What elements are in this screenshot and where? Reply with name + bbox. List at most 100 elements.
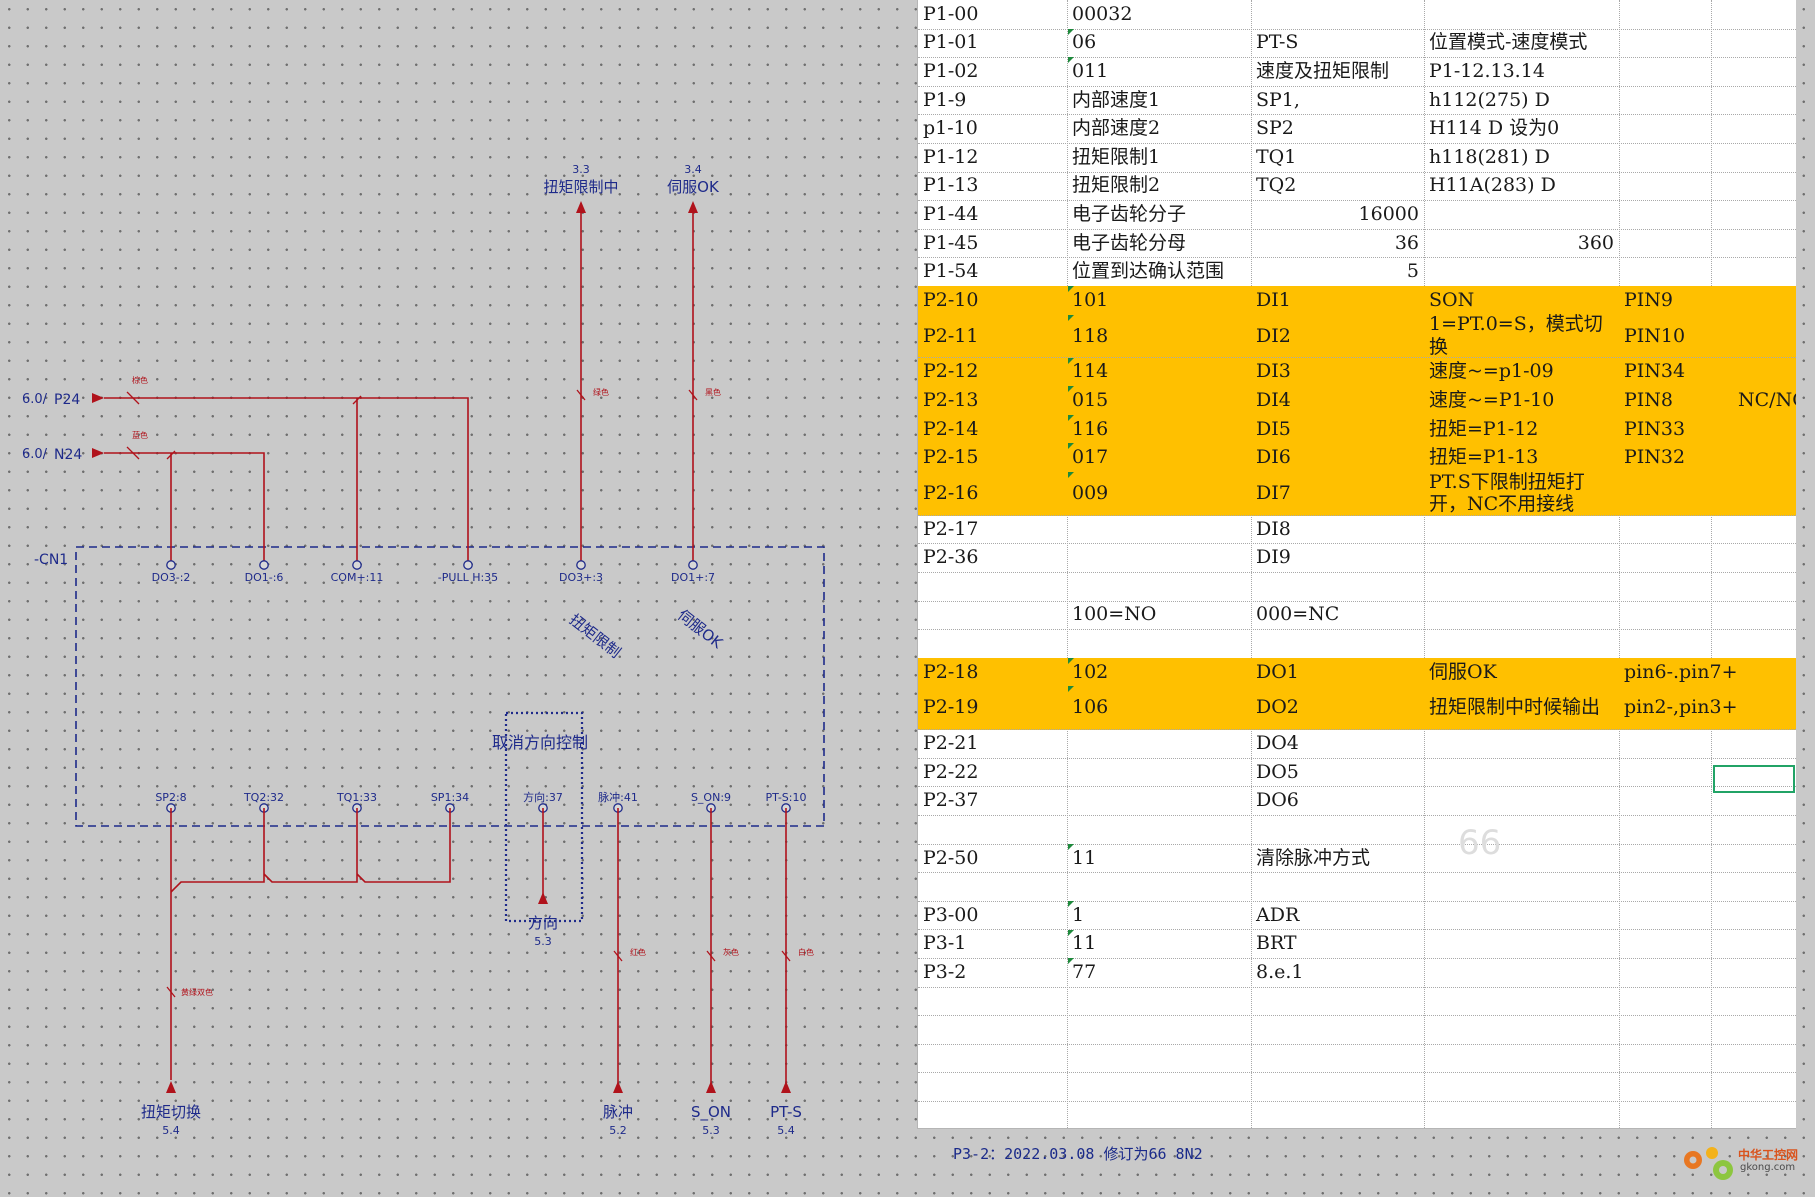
table-cell[interactable] — [1067, 787, 1251, 816]
table-cell[interactable]: SON — [1429, 288, 1475, 311]
table-cell[interactable]: P2-13 — [923, 388, 979, 411]
table-cell[interactable] — [1424, 872, 1619, 901]
table-cell[interactable]: P1-13 — [923, 174, 979, 197]
table-cell[interactable] — [1424, 958, 1619, 987]
table-cell[interactable]: 1 — [1067, 900, 1251, 930]
table-cell[interactable] — [1067, 629, 1251, 658]
table-cell[interactable] — [1619, 257, 1711, 286]
table-cell[interactable]: DO1 — [1256, 660, 1299, 683]
table-cell[interactable]: 内部速度2 — [1072, 117, 1161, 140]
table-cell[interactable]: P2-37 — [923, 789, 979, 812]
table-cell[interactable]: 101 — [1067, 286, 1251, 315]
table-cell[interactable] — [1424, 200, 1619, 229]
table-cell[interactable]: P1-02 — [923, 60, 979, 83]
table-cell[interactable]: 内部速度1 — [1072, 88, 1161, 111]
table-cell[interactable] — [1619, 729, 1711, 758]
table-cell[interactable]: 速度~=P1-10 — [1429, 388, 1555, 411]
table-cell[interactable]: DO6 — [1256, 789, 1299, 812]
table-cell[interactable] — [1619, 572, 1711, 601]
table-cell[interactable] — [1424, 515, 1619, 544]
table-cell[interactable]: 位置模式-速度模式 — [1429, 31, 1588, 54]
table-cell[interactable]: 速度及扭矩限制 — [1256, 60, 1390, 83]
table-cell[interactable] — [1424, 629, 1619, 658]
table-cell[interactable]: P2-14 — [923, 417, 979, 440]
table-cell[interactable]: P1-00 — [923, 2, 979, 25]
table-cell[interactable]: h118(281) D — [1429, 145, 1550, 168]
table-cell[interactable]: PIN8 — [1624, 388, 1674, 411]
table-cell[interactable]: 114 — [1067, 357, 1251, 387]
table-cell[interactable]: 100=NO — [1072, 603, 1157, 626]
table-cell[interactable] — [1424, 758, 1619, 787]
table-cell[interactable]: P2-19 — [923, 696, 979, 719]
table-cell[interactable]: P3-1 — [923, 932, 967, 955]
table-cell[interactable]: 8.e.1 — [1256, 960, 1304, 983]
table-cell[interactable]: DI2 — [1256, 324, 1291, 347]
table-cell[interactable]: TQ1 — [1256, 145, 1297, 168]
table-cell[interactable]: P2-15 — [923, 446, 979, 469]
table-cell[interactable]: P2-10 — [923, 288, 979, 311]
table-cell[interactable]: 5 — [1406, 260, 1419, 283]
table-cell[interactable]: 118 — [1067, 314, 1251, 358]
table-cell[interactable]: P2-36 — [923, 546, 979, 569]
table-cell[interactable] — [1424, 601, 1619, 630]
table-cell[interactable]: 扭矩限制2 — [1072, 174, 1161, 197]
table-cell[interactable] — [1619, 515, 1711, 544]
table-cell[interactable]: 00032 — [1072, 2, 1133, 25]
table-cell[interactable]: P2-18 — [923, 660, 979, 683]
table-cell[interactable] — [1067, 543, 1251, 572]
table-cell[interactable] — [1619, 472, 1711, 515]
table-cell[interactable]: ADR — [1256, 903, 1300, 926]
table-cell[interactable] — [1619, 229, 1711, 258]
table-cell[interactable]: PIN33 — [1624, 417, 1686, 440]
table-cell[interactable] — [1067, 758, 1251, 787]
table-cell[interactable]: P2-50 — [923, 846, 979, 869]
table-cell[interactable]: PT-S — [1256, 31, 1299, 54]
table-cell[interactable]: 扭矩=P1-13 — [1429, 446, 1539, 469]
table-cell[interactable]: DO5 — [1256, 760, 1299, 783]
table-cell[interactable] — [1619, 844, 1711, 873]
table-cell[interactable]: h112(275) D — [1429, 88, 1550, 111]
table-cell[interactable]: 017 — [1067, 443, 1251, 472]
table-cell[interactable]: P1-12.13.14 — [1429, 60, 1545, 83]
table-cell[interactable] — [918, 629, 1067, 658]
table-cell[interactable] — [1619, 601, 1711, 630]
table-cell[interactable] — [1424, 930, 1619, 959]
table-cell[interactable] — [1619, 0, 1711, 29]
table-cell[interactable]: 清除脉冲方式 — [1256, 846, 1371, 869]
table-cell[interactable]: P2-22 — [923, 760, 979, 783]
table-cell[interactable]: SP1, — [1256, 88, 1300, 111]
table-cell[interactable]: DI9 — [1256, 546, 1291, 569]
table-cell[interactable] — [1619, 787, 1711, 816]
table-cell[interactable]: P3-00 — [923, 903, 979, 926]
table-cell[interactable]: P2-21 — [923, 732, 979, 755]
table-cell[interactable]: 06 — [1067, 28, 1251, 58]
table-cell[interactable] — [1251, 629, 1424, 658]
table-cell[interactable]: DO2 — [1256, 696, 1299, 719]
table-cell[interactable] — [1619, 958, 1711, 987]
table-cell[interactable] — [918, 601, 1067, 630]
table-cell[interactable] — [1067, 872, 1251, 901]
table-cell[interactable] — [1424, 572, 1619, 601]
table-cell[interactable]: 11 — [1067, 843, 1251, 873]
table-cell[interactable]: 011 — [1067, 57, 1251, 86]
table-cell[interactable]: TQ2 — [1256, 174, 1297, 197]
table-cell[interactable]: 77 — [1067, 958, 1251, 987]
table-cell[interactable] — [1619, 815, 1711, 844]
table-cell[interactable] — [1424, 257, 1619, 286]
table-cell[interactable]: P1-44 — [923, 203, 979, 226]
table-cell[interactable] — [1424, 0, 1619, 29]
table-cell[interactable]: 102 — [1067, 657, 1251, 687]
table-cell[interactable]: 位置到达确认范围 — [1072, 260, 1225, 283]
table-cell[interactable]: PT.S下限制扭矩打开，NC不用接线 — [1429, 470, 1585, 516]
table-cell[interactable]: 36 — [1394, 231, 1419, 254]
table-cell[interactable]: P3-2 — [923, 960, 967, 983]
table-cell[interactable] — [1619, 29, 1711, 58]
table-cell[interactable] — [1251, 872, 1424, 901]
table-cell[interactable]: DI5 — [1256, 417, 1291, 440]
table-cell[interactable] — [1619, 629, 1711, 658]
table-cell[interactable]: 360 — [1577, 231, 1614, 254]
table-cell[interactable]: P1-12 — [923, 145, 979, 168]
table-cell[interactable]: 11 — [1067, 929, 1251, 959]
table-cell[interactable]: 000=NC — [1256, 603, 1340, 626]
table-cell[interactable]: P1-9 — [923, 88, 967, 111]
